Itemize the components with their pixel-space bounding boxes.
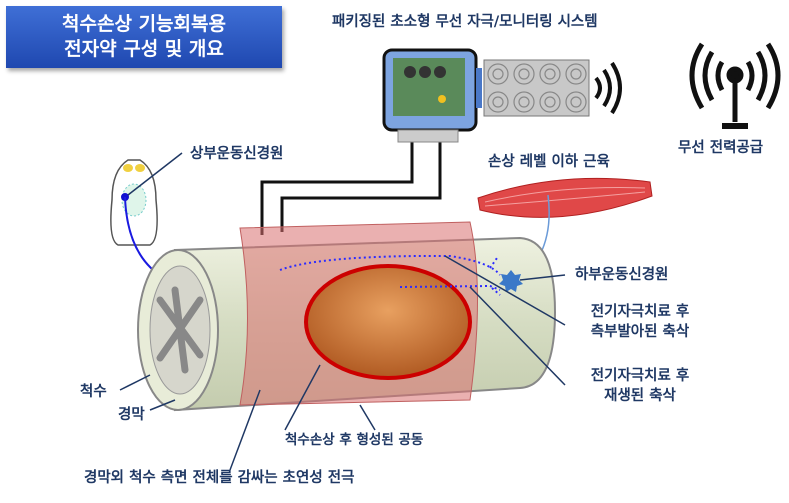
lower-motor-neuron-icon	[499, 270, 523, 292]
sprouted-axon-label: 전기자극치료 후 측부발아된 축삭	[570, 302, 710, 342]
antenna-icon	[689, 42, 781, 129]
title-box: 척수손상 기능회복용 전자약 구성 및 개요	[6, 6, 282, 68]
leader-lines	[119, 152, 566, 471]
lower-motor-neuron-label: 하부운동신경원	[575, 267, 669, 283]
electrode-label: 경막외 척수 측면 전체를 감싸는 초연성 전극	[84, 470, 355, 486]
regenerated-axon-label: 전기자극치료 후 재생된 축삭	[570, 366, 710, 406]
spinal-cross-section	[156, 286, 204, 374]
sprouted-axon-line-2: 측부발아된 축삭	[590, 324, 690, 340]
lesion-cavity	[304, 264, 472, 380]
sprouted-axon-line-1: 전기자극치료 후	[590, 304, 690, 320]
regenerated-axons	[279, 254, 501, 296]
wireless-power-label: 무선 전력공급	[678, 140, 764, 156]
coil-array	[483, 59, 590, 117]
dura-label: 경막	[118, 407, 145, 423]
stimulator-device	[382, 48, 482, 143]
rat-illustration	[110, 159, 158, 246]
upper-motor-neuron-label: 상부운동신경원	[190, 146, 284, 162]
title-line-1: 척수손상 기능회복용	[62, 13, 226, 35]
muscle-label: 손상 레벨 이하 근육	[488, 154, 610, 170]
lead-wires	[260, 140, 442, 235]
title-line-2: 전자약 구성 및 개요	[64, 38, 224, 60]
device-label: 패키징된 초소형 무선 자극/모니터링 시스템	[332, 14, 598, 30]
spinal-cord-label: 척수	[80, 384, 107, 400]
wireless-waves-icon	[594, 61, 622, 115]
regenerated-axon-line-1: 전기자극치료 후	[590, 368, 690, 384]
cavity-label: 척수손상 후 형성된 공동	[285, 432, 424, 448]
muscle-illustration	[477, 177, 653, 218]
regenerated-axon-line-2: 재생된 축삭	[604, 388, 676, 404]
